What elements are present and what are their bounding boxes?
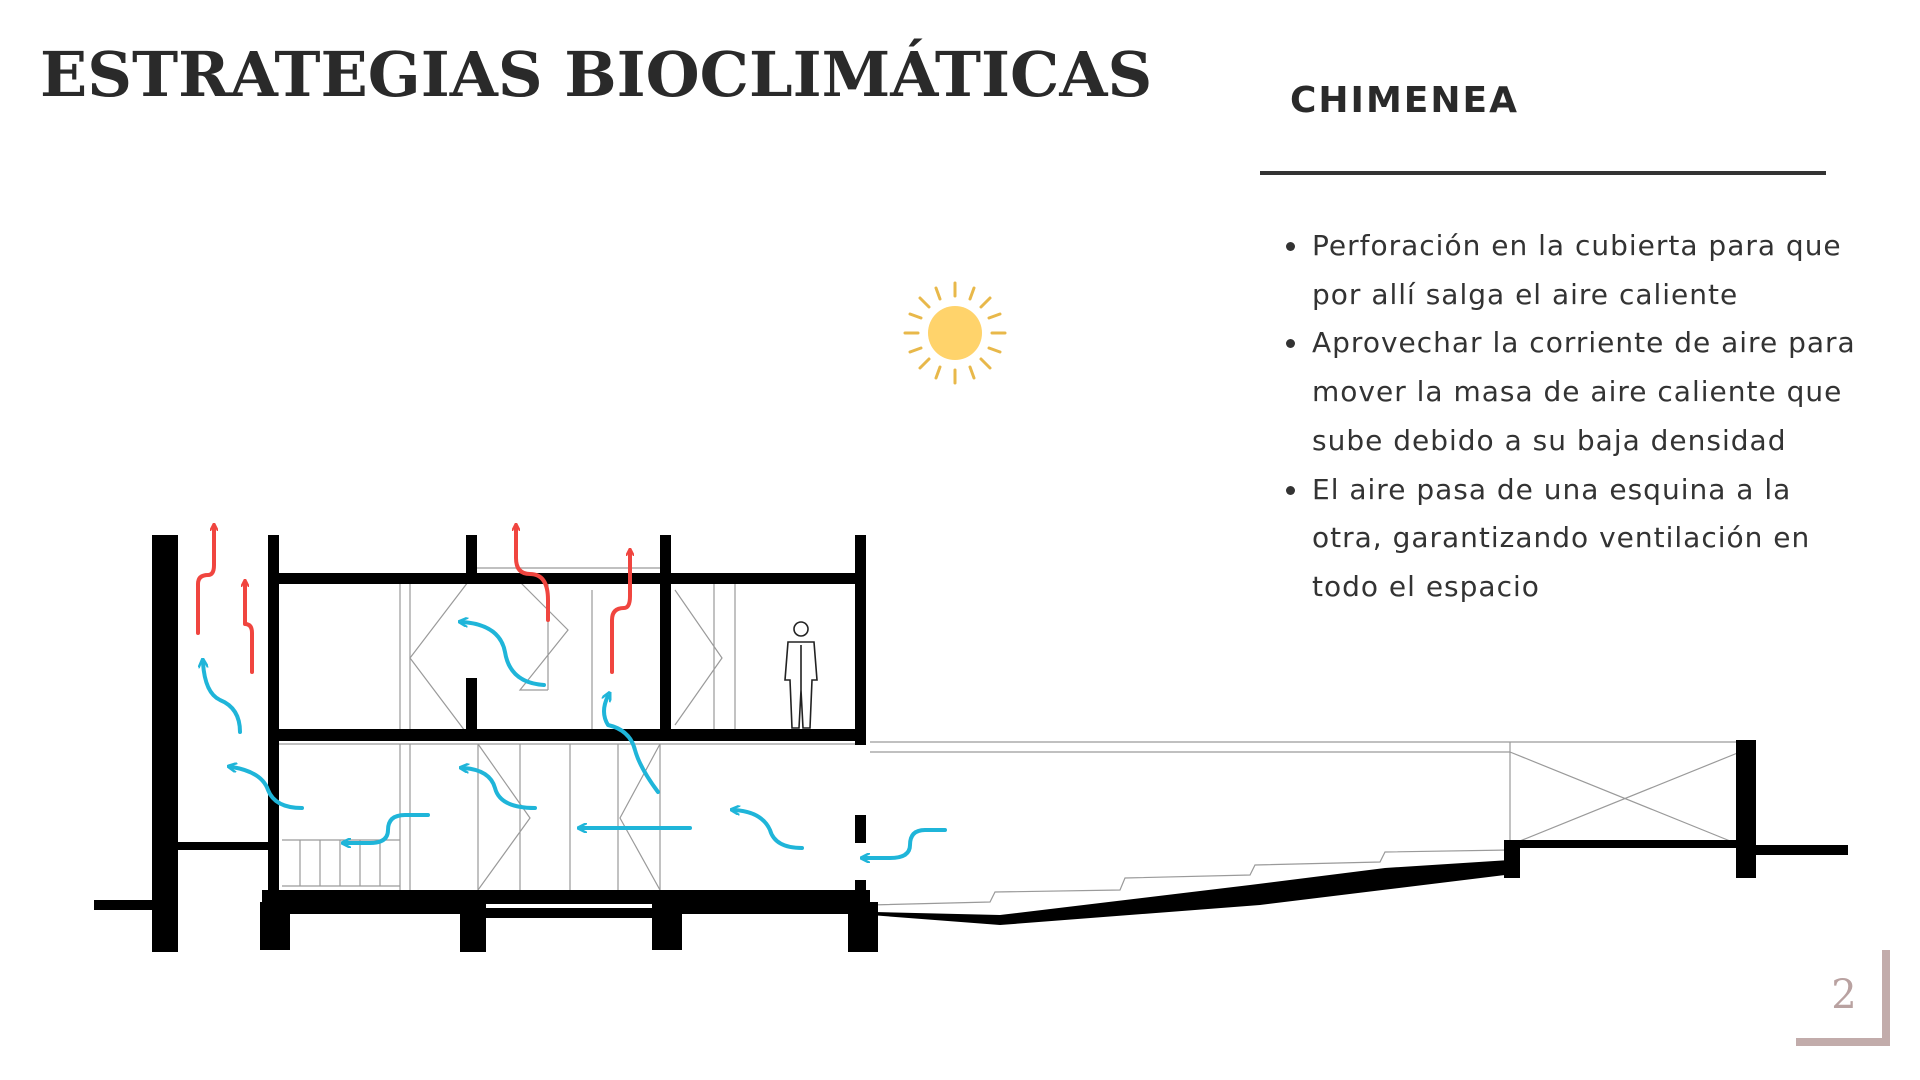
section-subtitle: CHIMENEA	[1290, 80, 1519, 121]
hot-air-arrows	[196, 527, 630, 674]
bullet-item: Perforación en la cubierta para que por …	[1310, 222, 1870, 319]
page-title: ESTRATEGIAS BIOCLIMÁTICAS	[40, 38, 1153, 111]
sun-icon	[903, 281, 1007, 385]
page-corner-accent	[1882, 950, 1890, 1046]
building-structure	[94, 535, 1848, 952]
bullet-list: Perforación en la cubierta para que por …	[1282, 222, 1870, 612]
page-corner-accent-bottom	[1796, 1038, 1890, 1046]
person-silhouette-icon	[784, 621, 818, 729]
bullet-item: Aprovechar la corriente de aire para mov…	[1310, 319, 1870, 465]
cool-air-arrows	[203, 622, 947, 858]
bullet-item: El aire pasa de una esquina a la otra, g…	[1310, 466, 1870, 612]
subtitle-divider	[1260, 171, 1826, 175]
page-number: 2	[1831, 972, 1857, 1018]
